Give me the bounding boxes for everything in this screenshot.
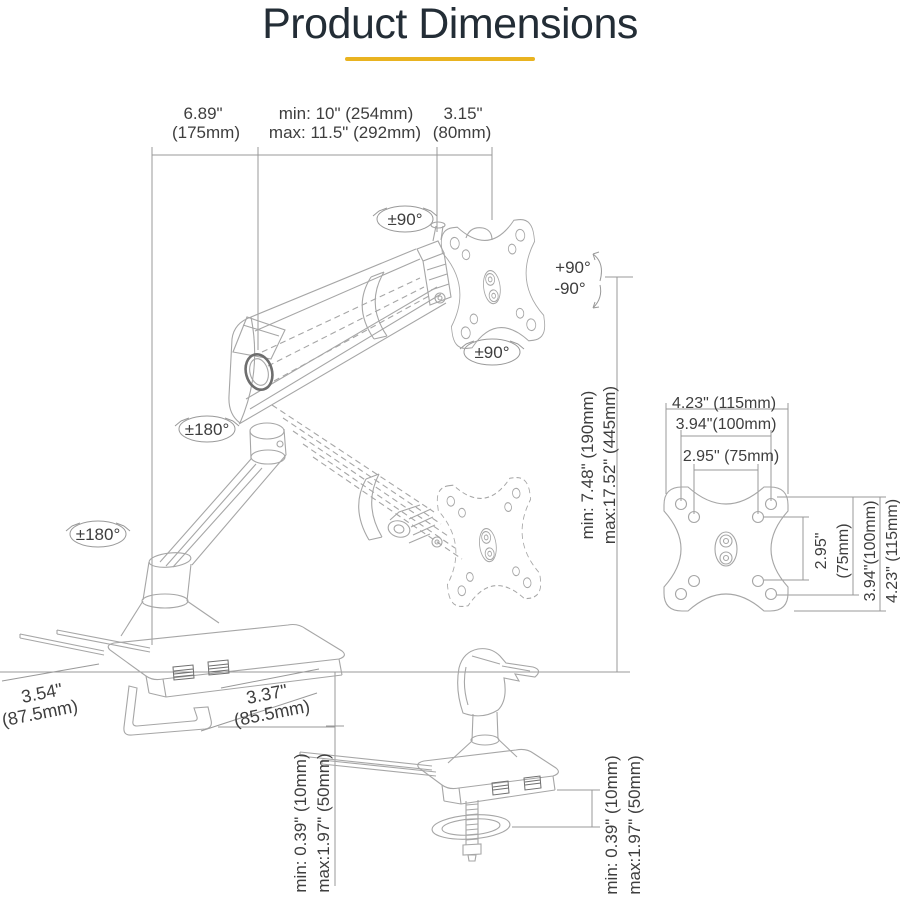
title-accent-rule (345, 57, 535, 61)
cable-port-hole (244, 352, 274, 392)
vesa-width-outer: 4.23" (115mm) (672, 395, 776, 412)
dim-extension-max: max: 11.5" (292mm) (269, 123, 421, 142)
vesa-height-100: 3.94"(100mm) (862, 501, 879, 602)
monitor-arm-drawing (19, 221, 493, 736)
vesa-height-outer: 4.23" (115mm) (884, 499, 900, 603)
rotation-joint-mid: ±180° (185, 420, 230, 439)
usb-ports-grommet (491, 775, 542, 796)
dim-rear-depth-in: 6.89" (183, 104, 222, 123)
vesa-width-75: 2.95" (75mm) (683, 448, 779, 465)
desk-thickness-clamp-max: max:1.97" (50mm) (314, 753, 333, 892)
rotation-tilt-down: -90° (554, 279, 585, 298)
vesa-height-75-in: 2.95" (813, 533, 830, 570)
tilter-head-lowered (387, 504, 443, 548)
rotation-swivel-top: ±90° (387, 210, 422, 229)
tilt-arrows (592, 251, 602, 309)
vesa-plate (438, 217, 548, 351)
desk-thickness-grommet-min: min: 0.39" (10mm) (602, 755, 621, 894)
usb-ports (172, 659, 230, 681)
dim-head-mm: (80mm) (433, 123, 492, 142)
lowered-arm-dashed (261, 277, 463, 560)
dimension-lines (0, 147, 886, 886)
rotation-tilt-up: +90° (555, 258, 591, 277)
tilter-head (416, 221, 493, 306)
rotation-joint-base: ±180° (76, 525, 121, 544)
vesa-height-75-mm: (75mm) (835, 523, 852, 578)
vesa-width-100: 3.94"(100mm) (676, 416, 777, 433)
rotation-callouts (65, 205, 525, 548)
vesa-plate-lowered (434, 475, 544, 609)
desk-thickness-grommet-max: max:1.97" (50mm) (625, 755, 644, 894)
rotation-swivel-bottom: ±90° (474, 343, 509, 362)
vesa-plate-detail (663, 486, 789, 612)
page-title: Product Dimensions (262, 0, 638, 48)
desk-thickness-clamp-min: min: 0.39" (10mm) (291, 753, 310, 892)
dim-head-in: 3.15" (443, 104, 482, 123)
dim-extension-min: min: 10" (254mm) (279, 104, 414, 123)
dim-height-min: min: 7.48" (190mm) (578, 391, 597, 540)
grommet-mount-drawing (299, 648, 559, 862)
dim-rear-depth-mm: (175mm) (172, 123, 240, 142)
dimension-labels: 6.89" (175mm) min: 10" (254mm) max: 11.5… (0, 104, 900, 895)
dim-height-max: max:17.52" (445mm) (600, 386, 619, 544)
